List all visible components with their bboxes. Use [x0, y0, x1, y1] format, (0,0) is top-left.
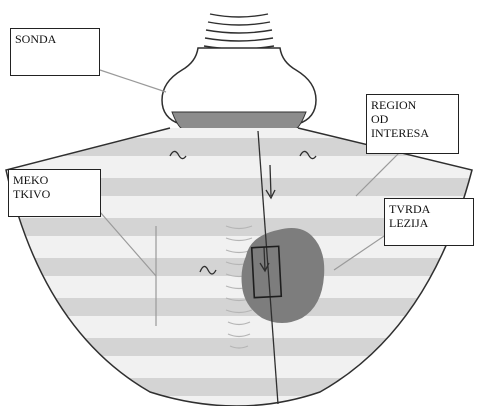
probe-cable: [204, 14, 274, 49]
label-region-line1: REGION: [371, 98, 454, 112]
label-sonda: SONDA: [10, 28, 100, 76]
label-meko-tkivo-line1: MEKO: [13, 173, 96, 187]
tissue-stripe: [0, 258, 477, 276]
label-region-od-interesa: REGION OD INTERESA: [366, 94, 459, 154]
label-meko-tkivo: MEKO TKIVO: [8, 169, 101, 217]
label-region-line3: INTERESA: [371, 126, 454, 140]
ultrasound-fan: [0, 120, 477, 406]
tissue-stripe: [0, 338, 477, 356]
label-tvrda-lezija-line2: LEZIJA: [389, 216, 469, 230]
label-meko-tkivo-line2: TKIVO: [13, 187, 96, 201]
probe-tip: [172, 112, 306, 130]
label-tvrda-lezija: TVRDA LEZIJA: [384, 198, 474, 246]
label-sonda-text: SONDA: [15, 32, 95, 46]
label-tvrda-lezija-line1: TVRDA: [389, 202, 469, 216]
label-region-line2: OD: [371, 112, 454, 126]
tissue-stripe: [0, 378, 477, 396]
